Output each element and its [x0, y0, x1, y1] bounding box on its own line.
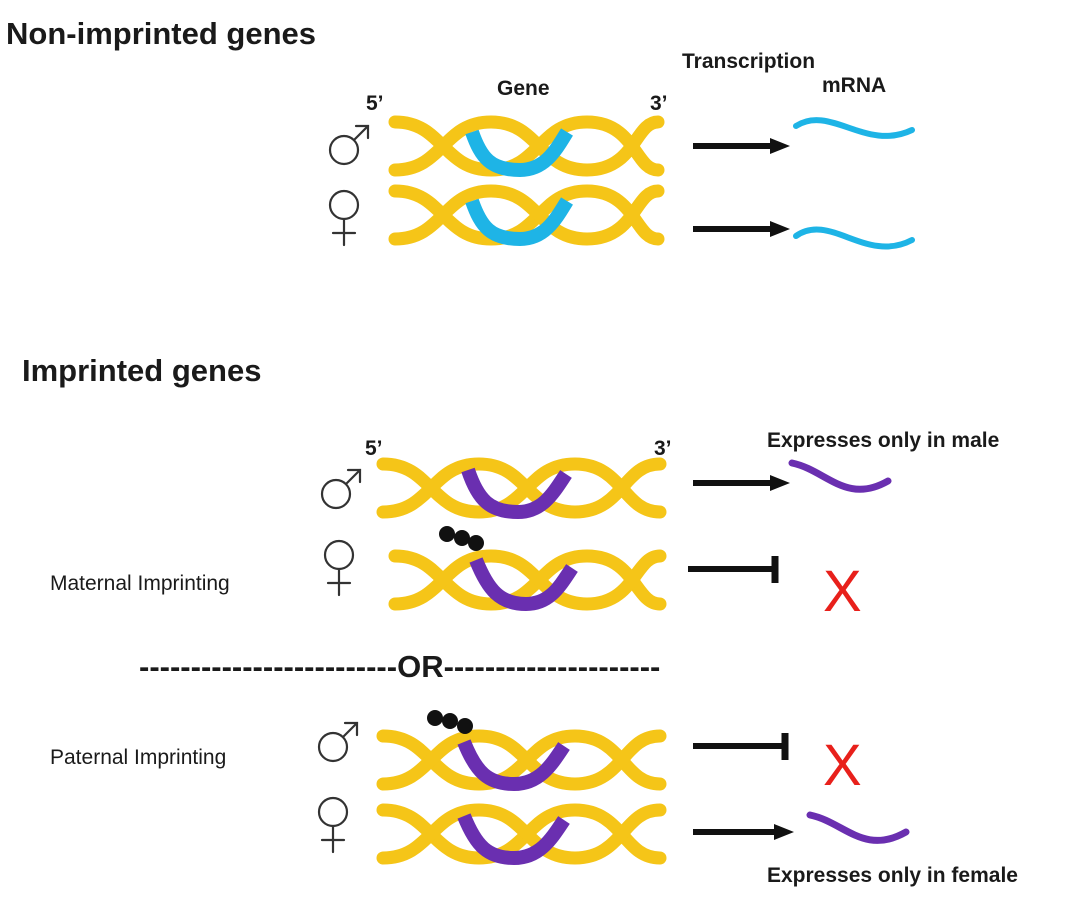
- gene-segment-blue: [465, 128, 573, 178]
- female-symbol-icon: [323, 539, 355, 597]
- transcription-arrow: [693, 475, 790, 491]
- female-symbol-icon: [328, 189, 360, 247]
- dna-helix-male-non-imprinted: [388, 115, 665, 178]
- no-expression-x-mark: X: [823, 733, 862, 798]
- or-separator: -------------------------OR-------------…: [139, 649, 660, 684]
- maternal-imprinting-label: Maternal Imprinting: [50, 572, 230, 595]
- gene-segment-purple: [457, 813, 570, 866]
- methyl-group-dots-icon: [427, 710, 473, 734]
- blocked-transcription-arrow: [693, 733, 789, 760]
- dna-helix-female-paternal: [376, 803, 667, 866]
- mrna-label: mRNA: [822, 74, 886, 97]
- dna-helix-female-non-imprinted: [388, 184, 665, 247]
- imprinted-title: Imprinted genes: [22, 353, 261, 388]
- dna-helix-female-imprinted: [388, 549, 667, 612]
- male-symbol-icon: [317, 721, 359, 763]
- three-prime-label: 3’: [654, 437, 672, 460]
- gene-segment-purple: [457, 739, 570, 792]
- gene-segment-purple: [461, 467, 572, 520]
- three-prime-label: 3’: [650, 92, 668, 115]
- transcription-arrow: [693, 221, 790, 237]
- mrna-strand-blue: [793, 226, 915, 250]
- blocked-transcription-arrow: [688, 556, 779, 583]
- transcription-arrow: [693, 138, 790, 154]
- non-imprinted-title: Non-imprinted genes: [6, 16, 316, 51]
- female-symbol-icon: [317, 796, 349, 854]
- gene-segment-purple: [469, 557, 578, 612]
- five-prime-label: 5’: [365, 437, 383, 460]
- transcription-label: Transcription: [682, 50, 815, 73]
- gene-label: Gene: [497, 77, 550, 100]
- mrna-strand-blue: [793, 117, 915, 139]
- male-symbol-icon: [320, 468, 362, 510]
- methyl-group-dots-icon: [439, 526, 484, 551]
- gene-segment-blue: [465, 197, 573, 247]
- expresses-female-label: Expresses only in female: [767, 864, 1018, 887]
- dna-helix-male-paternal-imprinted: [376, 729, 667, 792]
- mrna-strand-purple: [788, 459, 892, 493]
- five-prime-label: 5’: [366, 92, 384, 115]
- no-expression-x-mark: X: [823, 559, 862, 624]
- mrna-strand-purple: [806, 811, 910, 844]
- paternal-imprinting-label: Paternal Imprinting: [50, 746, 226, 769]
- dna-helix-male-imprinted: [376, 457, 667, 520]
- transcription-arrow: [693, 824, 794, 840]
- expresses-male-label: Expresses only in male: [767, 429, 999, 452]
- male-symbol-icon: [328, 124, 370, 166]
